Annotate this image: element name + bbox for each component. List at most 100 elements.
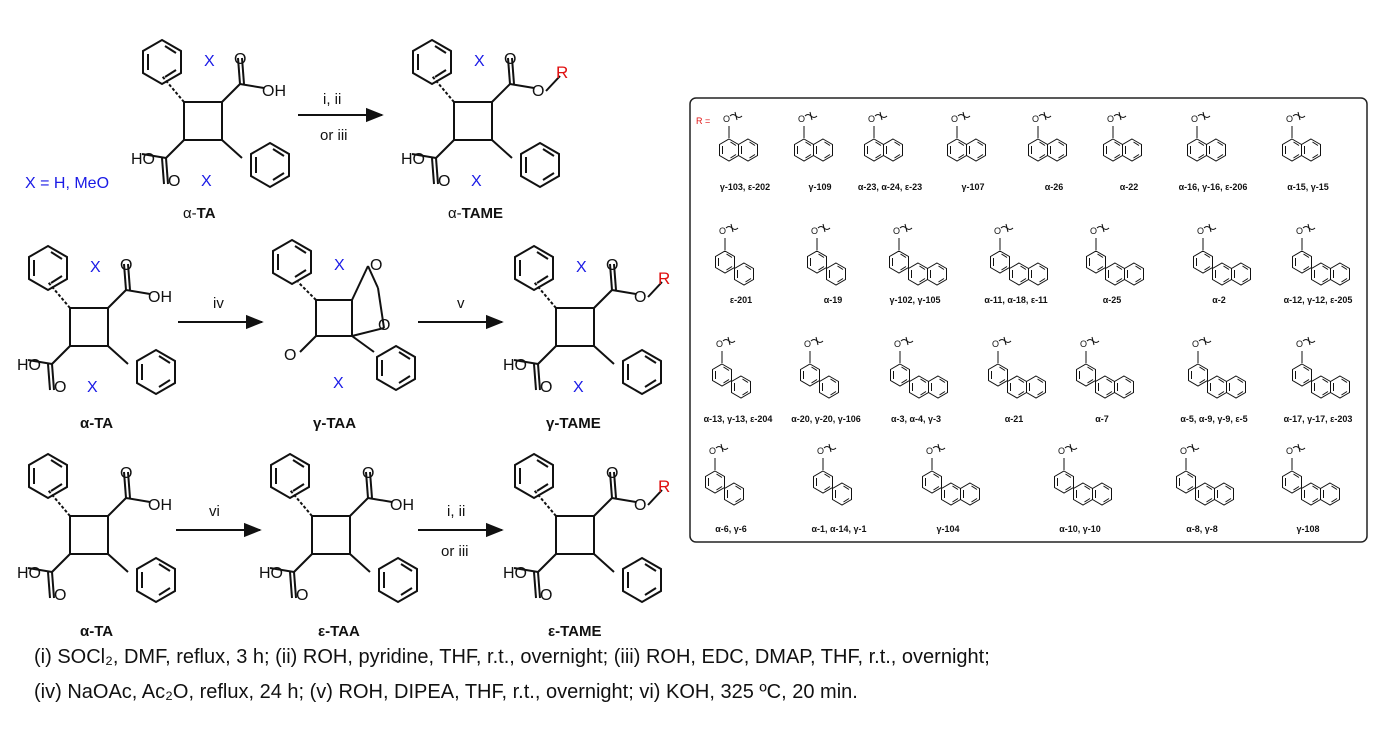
r-group-structure (1193, 223, 1251, 286)
r-group-entry-label: α-7 (1095, 414, 1109, 424)
r-group-structure (715, 223, 754, 286)
x-substituent: X (201, 173, 212, 190)
r-group-structure (889, 223, 947, 286)
r-group-structure (1292, 223, 1350, 286)
r-group-structure (1292, 336, 1350, 399)
o-label: O (370, 257, 382, 274)
r-group-entry-label: α-2 (1212, 295, 1226, 305)
r-group-entry-label: α-19 (824, 295, 843, 305)
r-group: R (658, 477, 670, 496)
r-group-entry-label: α-1, α-14, γ-1 (811, 524, 866, 534)
alpha-tame-label: α-TAME (448, 205, 503, 222)
row2-alpha-TA-structure: X X OH HO O O (17, 245, 176, 396)
r-group-entry-label: ε-201 (730, 295, 752, 305)
r-group-entry-label: α-8, γ-8 (1186, 524, 1218, 534)
o-label: O (634, 289, 646, 306)
r-group-structure (990, 223, 1048, 286)
o-label: O (120, 465, 132, 482)
r-group-entry-label: α-12, γ-12, ε-205 (1284, 295, 1353, 305)
row3-reagents-top: i, ii (447, 503, 465, 520)
o-label: O (54, 379, 66, 396)
o-label: O (606, 257, 618, 274)
r-group-structure (988, 336, 1046, 399)
o-label: O (438, 173, 450, 190)
row2-gamma-TAME-structure: X X O R HO O O (503, 245, 670, 396)
x-substituent: X (576, 259, 587, 276)
x-substituent: X (90, 259, 101, 276)
gamma-taa-label: γ-TAA (313, 415, 356, 432)
row1-alpha-TAME-structure: X X O R HO O O (401, 39, 568, 190)
o-label: O (120, 257, 132, 274)
x-substituent: X (333, 375, 344, 392)
o-label: O (532, 83, 544, 100)
row3-reagents-bottom: or iii (441, 543, 469, 560)
ho-label: HO (259, 565, 283, 582)
r-group-entry-label: γ-108 (1296, 524, 1319, 534)
r-group-structure (1282, 111, 1321, 162)
o-label: O (504, 51, 516, 68)
oh-label: OH (390, 497, 414, 514)
step-vi-label: vi (209, 503, 220, 520)
r-group-entry-label: γ-102, γ-105 (889, 295, 940, 305)
r-group-structure (1054, 443, 1112, 506)
r-group-entry-label: γ-107 (961, 182, 984, 192)
x-substituent: X (204, 53, 215, 70)
ho-label: HO (503, 357, 527, 374)
row1-alpha-TA-structure: X X OH HO O O (131, 39, 290, 190)
epsilon-tame-label: ε-TAME (548, 623, 602, 640)
r-group-structure (947, 111, 986, 162)
r-group-structure (719, 111, 758, 162)
ho-label: HO (17, 357, 41, 374)
r-group-panel (689, 97, 1368, 543)
r-group-entry-label: α-11, α-18, ε-11 (984, 295, 1047, 305)
r-group-structure (1103, 111, 1142, 162)
r-group-structure (1086, 223, 1144, 286)
o-label: O (234, 51, 246, 68)
ho-label: HO (131, 151, 155, 168)
r-group-structure (705, 443, 744, 506)
epsilon-taa-label: ε-TAA (318, 623, 360, 640)
row2-gamma-TAA-structure: X X O O O (272, 239, 416, 392)
r-equals-label: R = (696, 116, 710, 126)
r-group-structure (1176, 443, 1234, 506)
row2-alpha-ta-label: α-TA (80, 415, 113, 432)
r-group-entry-label: γ-103, ε-202 (720, 182, 770, 192)
r-group-entry-label: γ-104 (936, 524, 959, 534)
x-substituent: X (334, 257, 345, 274)
r-group-entry-label: α-23, α-24, ε-23 (858, 182, 922, 192)
ho-label: HO (17, 565, 41, 582)
conditions-line-1: (i) SOCl₂, DMF, reflux, 3 h; (ii) ROH, p… (34, 646, 990, 668)
r-group-entry-label: α-15, γ-15 (1287, 182, 1329, 192)
r-group-structure (922, 443, 980, 506)
o-label: O (634, 497, 646, 514)
r-group-structure (1282, 443, 1340, 506)
r-group-structure (794, 111, 833, 162)
row3-alpha-TA-structure: OH HO O O (17, 453, 176, 604)
o-label: O (378, 317, 390, 334)
reagents-top: i, ii (323, 91, 341, 108)
x-legend: X = H, MeO (25, 175, 109, 192)
oh-label: OH (148, 289, 172, 306)
step-iv-label: iv (213, 295, 224, 312)
gamma-tame-label: γ-TAME (546, 415, 601, 432)
r-group-structure (864, 111, 903, 162)
r-group-entry-label: α-21 (1005, 414, 1024, 424)
o-label: O (54, 587, 66, 604)
row3-alpha-ta-label: α-TA (80, 623, 113, 640)
r-group-structure (890, 336, 948, 399)
r-group-structure (800, 336, 839, 399)
r-group-structures (705, 111, 1350, 506)
r-group-entry-label: α-6, γ-6 (715, 524, 747, 534)
r-group-structure (1187, 111, 1226, 162)
alpha-ta-label: α-TA (183, 205, 216, 222)
r-group-entry-label: α-20, γ-20, γ-106 (791, 414, 861, 424)
o-label: O (296, 587, 308, 604)
r-group-entry-label: α-17, γ-17, ε-203 (1284, 414, 1353, 424)
r-group-entry-label: α-3, α-4, γ-3 (891, 414, 941, 424)
o-label: O (362, 465, 374, 482)
r-group-structure (1076, 336, 1134, 399)
oh-label: OH (262, 83, 286, 100)
r-group-entry-label: α-25 (1103, 295, 1122, 305)
